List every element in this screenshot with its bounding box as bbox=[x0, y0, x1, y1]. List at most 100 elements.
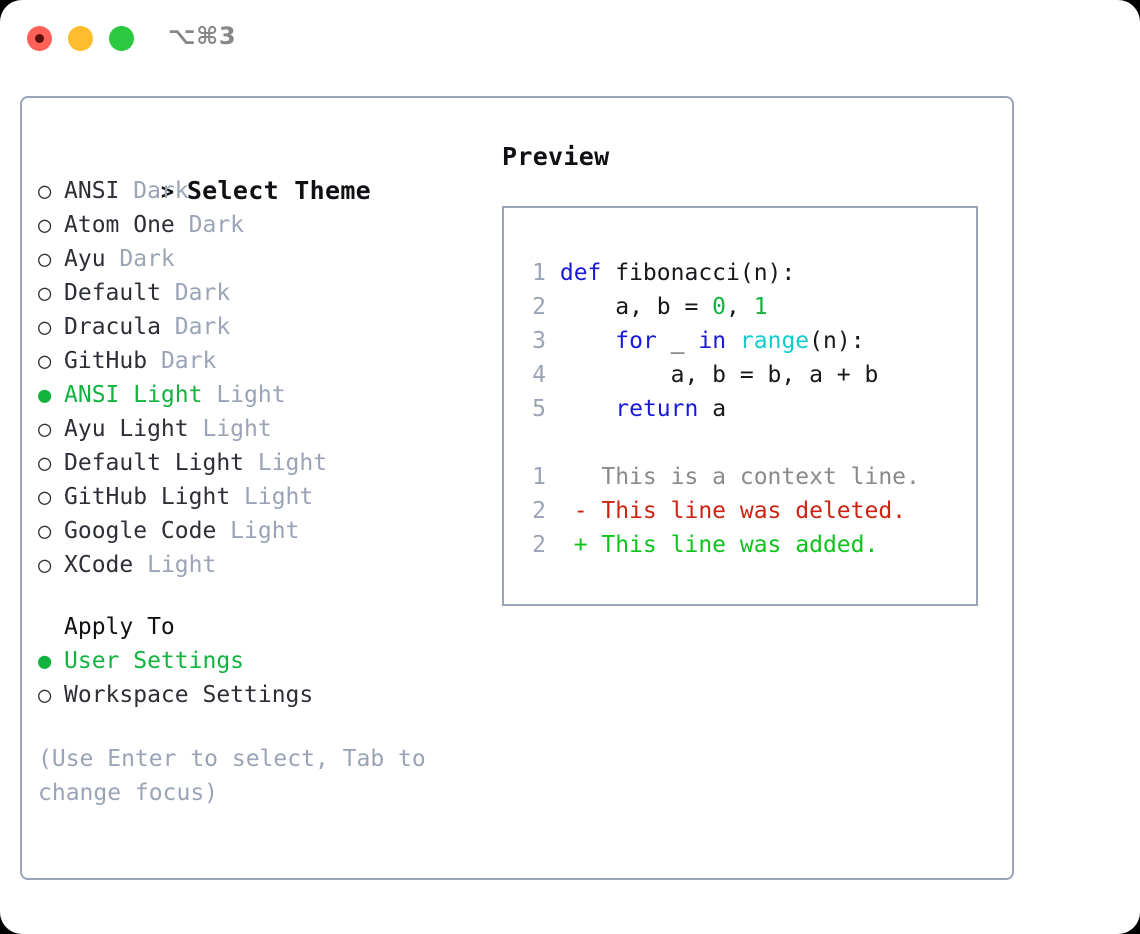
radio-unselected-icon: ○ bbox=[38, 553, 52, 578]
theme-list-item[interactable]: ○ XCode Light bbox=[38, 548, 478, 582]
code-token: This is a context line. bbox=[546, 464, 920, 490]
code-token: 0 bbox=[712, 294, 727, 320]
code-token: a bbox=[698, 396, 727, 422]
code-token: , bbox=[726, 294, 754, 320]
radio-unselected-icon: ○ bbox=[38, 485, 52, 510]
theme-list-item[interactable]: ○Atom One Dark bbox=[38, 208, 478, 242]
content-panel: >Select Theme ○ANSI Dark○Atom One Dark○A… bbox=[20, 96, 1014, 880]
code-line: 5 return a bbox=[520, 392, 920, 426]
code-token bbox=[546, 328, 615, 354]
title-bar: ⌥⌘3 bbox=[0, 0, 1140, 78]
theme-list-item[interactable]: ○Google Code Light bbox=[38, 514, 478, 548]
code-token: 1 bbox=[753, 294, 768, 320]
theme-name: Default Light bbox=[64, 450, 245, 476]
theme-variant-badge: Light bbox=[216, 518, 300, 544]
radio-unselected-icon: ○ bbox=[38, 683, 52, 708]
theme-selector-column: >Select Theme ○ANSI Dark○Atom One Dark○A… bbox=[38, 140, 478, 810]
diff-line: 2 + This line was added. bbox=[520, 528, 920, 562]
preview-column: Preview 1 def fibonacci(n): 2 a, b = 0, 1… bbox=[502, 140, 992, 606]
radio-unselected-icon: ○ bbox=[38, 451, 52, 476]
theme-name: Default bbox=[64, 280, 161, 306]
diff-line: 1 This is a context line. bbox=[520, 460, 920, 494]
apply-to-section: Apply To ●User Settings○Workspace Settin… bbox=[38, 610, 478, 712]
apply-to-option[interactable]: ○ Workspace Settings bbox=[38, 678, 478, 712]
code-token: a, b = bbox=[546, 294, 713, 320]
line-number: 4 bbox=[532, 362, 546, 388]
theme-variant-badge: Dark bbox=[160, 314, 231, 340]
theme-name: XCode bbox=[64, 552, 134, 578]
line-number: 2 bbox=[532, 498, 546, 524]
radio-unselected-icon: ○ bbox=[38, 247, 52, 272]
theme-list-item[interactable]: ○ Ayu Dark bbox=[38, 242, 478, 276]
theme-list-item[interactable]: ○ Default Dark bbox=[38, 276, 478, 310]
radio-selected-icon: ● bbox=[38, 649, 52, 674]
code-token: _ bbox=[656, 328, 699, 354]
theme-variant-badge: Dark bbox=[174, 212, 245, 238]
theme-variant-badge: Dark bbox=[119, 178, 189, 204]
code-token: range bbox=[739, 328, 810, 354]
theme-list-item[interactable]: ●ANSI Light Light bbox=[38, 378, 478, 412]
theme-list-item[interactable]: ○GitHub Dark bbox=[38, 344, 478, 378]
close-button[interactable] bbox=[27, 26, 52, 51]
apply-to-options[interactable]: ●User Settings ○ Workspace Settings bbox=[38, 644, 478, 712]
theme-list-title: Select Theme bbox=[186, 176, 372, 205]
keyboard-hint-text: (Use Enter to select, Tab to change focu… bbox=[38, 746, 440, 806]
theme-variant-badge: Dark bbox=[160, 280, 231, 306]
theme-variant-badge: Light bbox=[202, 382, 286, 408]
code-token: for bbox=[615, 328, 657, 354]
code-token: + This line was added. bbox=[546, 532, 879, 558]
theme-list-item[interactable]: ○ ANSI Dark bbox=[38, 174, 478, 208]
radio-unselected-icon: ○ bbox=[38, 315, 52, 340]
code-line: 3 for _ in range(n): bbox=[520, 324, 920, 358]
theme-list-item[interactable]: ○GitHub Light Light bbox=[38, 480, 478, 514]
theme-name: GitHub Light bbox=[64, 484, 231, 510]
code-token: return bbox=[615, 396, 699, 422]
code-token bbox=[546, 396, 615, 422]
minimize-button[interactable] bbox=[68, 26, 93, 51]
theme-variant-badge: Dark bbox=[105, 246, 175, 272]
maximize-button[interactable] bbox=[109, 26, 134, 51]
theme-list-item[interactable]: ○Default Light Light bbox=[38, 446, 478, 480]
apply-to-option[interactable]: ●User Settings bbox=[38, 644, 478, 678]
radio-unselected-icon: ○ bbox=[38, 519, 52, 544]
theme-name: Atom One bbox=[64, 212, 175, 238]
theme-list[interactable]: ○ANSI Dark○Atom One Dark○Ayu Dark○Defaul… bbox=[38, 174, 478, 582]
theme-list-header: > Select Theme bbox=[38, 140, 478, 205]
line-number: 1 bbox=[532, 260, 546, 286]
code-token: - This line was deleted. bbox=[546, 498, 907, 524]
theme-list-item[interactable]: ○ Dracula Dark bbox=[38, 310, 478, 344]
cursor-caret-icon: > bbox=[160, 180, 175, 205]
theme-name: Ayu bbox=[64, 246, 106, 272]
theme-name: Dracula bbox=[64, 314, 161, 340]
diff-line: 2 - This line was deleted. bbox=[520, 494, 920, 528]
radio-unselected-icon: ○ bbox=[38, 281, 52, 306]
radio-unselected-icon: ○ bbox=[38, 349, 52, 374]
apply-to-option-label: Workspace Settings bbox=[64, 682, 314, 708]
code-line: 4 a, b = b, a + b bbox=[520, 358, 920, 392]
code-sample: 1 def fibonacci(n): 2 a, b = 0, 1 3 for _ … bbox=[520, 256, 920, 562]
code-line: 1 def fibonacci(n): bbox=[520, 256, 920, 290]
theme-variant-badge: Light bbox=[133, 552, 217, 578]
code-blank-line bbox=[520, 426, 920, 460]
radio-unselected-icon: ○ bbox=[38, 417, 52, 442]
theme-list-item[interactable]: ○ Ayu Light Light bbox=[38, 412, 478, 446]
code-token: fibonacci(n): bbox=[601, 260, 796, 286]
theme-name: Ayu Light bbox=[64, 416, 189, 442]
line-number: 2 bbox=[532, 532, 546, 558]
preview-title: Preview bbox=[502, 142, 610, 171]
preview-box: 1 def fibonacci(n): 2 a, b = 0, 1 3 for _ … bbox=[502, 206, 978, 606]
line-number: 1 bbox=[532, 464, 546, 490]
radio-unselected-icon: ○ bbox=[38, 179, 52, 204]
radio-selected-icon: ● bbox=[38, 383, 52, 408]
code-token: (n): bbox=[809, 328, 865, 354]
code-token: a, b = b, a + b bbox=[546, 362, 879, 388]
code-token: in bbox=[698, 328, 727, 354]
line-number: 2 bbox=[532, 294, 546, 320]
theme-variant-badge: Light bbox=[188, 416, 272, 442]
line-number: 3 bbox=[532, 328, 546, 354]
theme-name: GitHub bbox=[64, 348, 148, 374]
keyboard-shortcut-label: ⌥⌘3 bbox=[168, 22, 237, 50]
traffic-lights bbox=[27, 26, 134, 51]
theme-name: ANSI bbox=[64, 178, 120, 204]
